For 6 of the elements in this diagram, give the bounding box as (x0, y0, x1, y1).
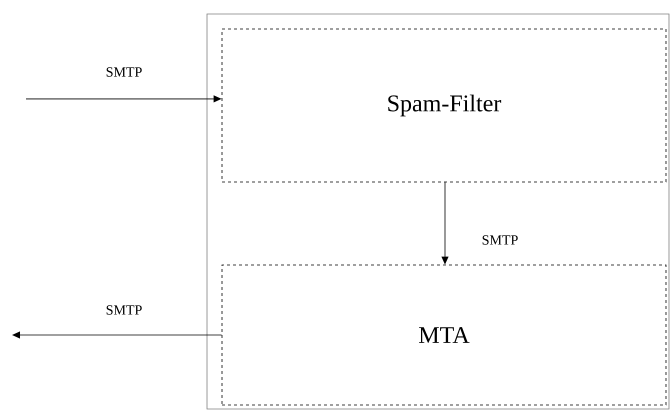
process-box: MTA (222, 264, 666, 406)
edge-label: SMTP (104, 66, 144, 78)
process-box: Spam-Filter (222, 28, 666, 182)
container-box (206, 14, 670, 410)
edge-label: SMTP (104, 304, 144, 316)
edge-label: SMTP (480, 234, 520, 246)
